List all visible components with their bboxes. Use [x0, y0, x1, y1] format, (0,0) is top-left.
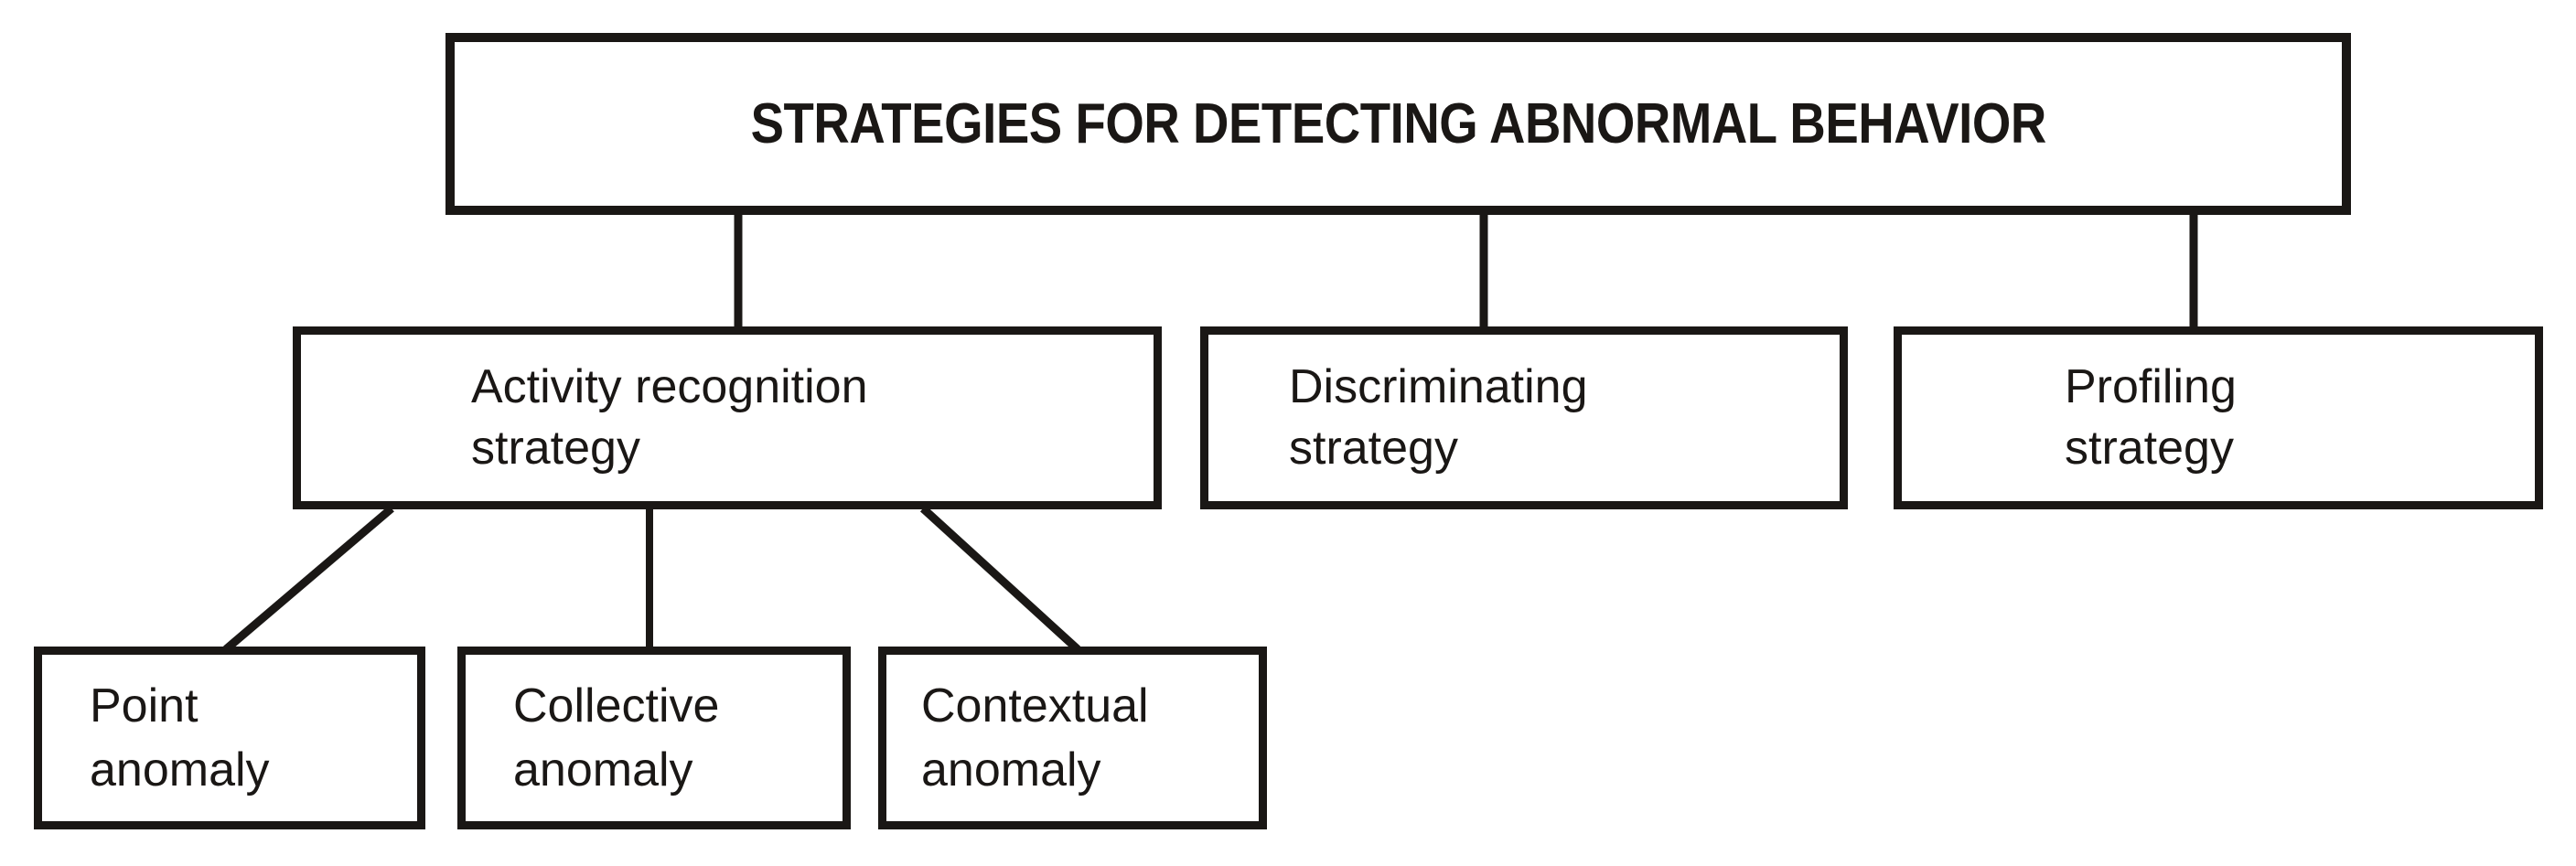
node-root-label: STRATEGIES FOR DETECTING ABNORMAL BEHAVI… — [750, 91, 2046, 155]
node-activity-recognition-strategy[interactable]: Activity recognition strategy — [293, 326, 1162, 509]
node-root-strategies[interactable]: STRATEGIES FOR DETECTING ABNORMAL BEHAVI… — [445, 33, 2351, 215]
node-profiling-strategy-label: Profiling strategy — [2065, 360, 2237, 475]
node-contextual-anomaly-label: Contextual anomaly — [921, 679, 1149, 797]
node-discriminating-strategy[interactable]: Discriminating strategy — [1200, 326, 1848, 509]
node-activity-recognition-strategy-label: Activity recognition strategy — [471, 360, 868, 475]
node-collective-anomaly[interactable]: Collective anomaly — [457, 647, 851, 829]
node-profiling-strategy[interactable]: Profiling strategy — [1894, 326, 2543, 509]
edge-activity-to-point — [223, 505, 394, 653]
node-contextual-anomaly[interactable]: Contextual anomaly — [878, 647, 1267, 829]
node-point-anomaly[interactable]: Point anomaly — [34, 647, 425, 829]
node-discriminating-strategy-label: Discriminating strategy — [1289, 360, 1588, 475]
node-point-anomaly-label: Point anomaly — [90, 679, 270, 797]
node-collective-anomaly-label: Collective anomaly — [513, 679, 720, 797]
edge-activity-to-contextual — [919, 505, 1081, 653]
